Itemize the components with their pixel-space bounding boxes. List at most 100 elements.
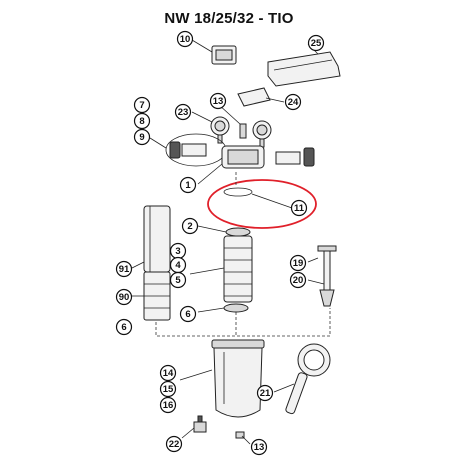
callout-circle — [284, 93, 302, 111]
callout-circle — [289, 271, 307, 289]
callout-c13a: 13 — [209, 92, 227, 110]
callout-circle — [115, 318, 133, 336]
part-11-o-ring — [223, 187, 293, 209]
part-22-drain-valve — [193, 415, 207, 433]
callout-circle — [290, 199, 308, 217]
part-23-gauge-left — [210, 116, 230, 144]
callout-label: 13 — [213, 96, 224, 107]
callout-label: 2 — [187, 221, 192, 232]
callout-label: 11 — [294, 203, 305, 214]
callout-circle — [256, 384, 274, 402]
callout-c4: 4 — [169, 256, 187, 274]
callout-circle — [169, 271, 187, 289]
callout-c20: 20 — [289, 271, 307, 289]
part-14-filter-bowl — [211, 339, 265, 418]
callout-c19: 19 — [289, 254, 307, 272]
callout-circle — [307, 34, 325, 52]
part-13-drain-screw — [235, 431, 245, 439]
callout-circle — [179, 176, 197, 194]
callout-c15: 15 — [159, 380, 177, 398]
part-90-filter-element — [143, 271, 171, 321]
part-2-ring — [225, 227, 251, 237]
callout-c6a: 6 — [115, 318, 133, 336]
callout-label: 16 — [163, 400, 174, 411]
callout-circle — [181, 217, 199, 235]
callout-label: 24 — [288, 97, 299, 108]
callout-c14: 14 — [159, 364, 177, 382]
callout-circle — [179, 305, 197, 323]
callout-c7: 7 — [133, 96, 151, 114]
callout-label: 8 — [139, 116, 144, 127]
part-19-20-rinse-spindle — [317, 245, 337, 307]
callout-label: 13 — [254, 442, 265, 453]
callout-c3: 3 — [169, 242, 187, 260]
part-13-vent-screw — [239, 123, 247, 139]
callout-label: 5 — [175, 275, 181, 286]
diagram-title: NW 18/25/32 - TIO — [164, 10, 294, 27]
callout-label: 10 — [180, 34, 191, 45]
callout-c9: 9 — [133, 128, 151, 146]
callout-circle — [174, 103, 192, 121]
part-10-cap — [211, 45, 237, 65]
callout-circle — [250, 438, 268, 456]
part-6-ring-center — [223, 303, 249, 313]
guide-line-bottom — [155, 308, 331, 337]
callout-circle — [115, 260, 133, 278]
callout-label: 19 — [293, 258, 304, 269]
callout-label: 9 — [139, 132, 144, 143]
red-highlight-ellipse — [207, 179, 317, 229]
callout-circle — [209, 92, 227, 110]
callout-circle — [159, 380, 177, 398]
callout-c11: 11 — [290, 199, 308, 217]
callout-circle — [165, 435, 183, 453]
part-91-filter-sleeve — [143, 205, 171, 273]
callout-label: 6 — [121, 322, 126, 333]
callout-c25: 25 — [307, 34, 325, 52]
callout-label: 1 — [185, 180, 191, 191]
callout-label: 25 — [311, 38, 322, 49]
callout-c23: 23 — [174, 103, 192, 121]
callout-circle — [133, 96, 151, 114]
callout-label: 14 — [163, 368, 174, 379]
callout-c6b: 6 — [179, 305, 197, 323]
part-5-filter-element — [223, 235, 253, 303]
callout-label: 91 — [119, 264, 130, 275]
callout-c90: 90 — [115, 288, 133, 306]
callout-label: 23 — [178, 107, 189, 118]
callout-c24: 24 — [284, 93, 302, 111]
callout-circle — [159, 364, 177, 382]
callout-circle — [133, 112, 151, 130]
part-9-connector-left — [165, 133, 227, 167]
callout-circle — [176, 30, 194, 48]
callout-c10: 10 — [176, 30, 194, 48]
callout-circle — [115, 288, 133, 306]
callout-label: 20 — [293, 275, 304, 286]
part-23-gauge-right — [252, 120, 272, 148]
callout-label: 6 — [185, 309, 190, 320]
callout-c2: 2 — [181, 217, 199, 235]
callout-c91: 91 — [115, 260, 133, 278]
callout-circle — [289, 254, 307, 272]
callout-circle — [133, 128, 151, 146]
callout-c5: 5 — [169, 271, 187, 289]
callout-label: 4 — [175, 260, 181, 271]
part-25-bracket — [267, 51, 341, 87]
callout-c22: 22 — [165, 435, 183, 453]
part-24-plate — [237, 87, 271, 107]
callout-c8: 8 — [133, 112, 151, 130]
callout-circle — [159, 396, 177, 414]
callout-label: 90 — [119, 292, 130, 303]
callout-label: 3 — [175, 246, 180, 257]
callout-label: 21 — [260, 388, 271, 399]
callout-label: 15 — [163, 384, 174, 395]
callout-label: 7 — [139, 100, 144, 111]
callout-c1: 1 — [179, 176, 197, 194]
part-21-bowl-wrench — [285, 343, 331, 415]
callout-c21: 21 — [256, 384, 274, 402]
part-1-filter-head — [221, 145, 265, 169]
callout-c13b: 13 — [250, 438, 268, 456]
connector-right — [275, 147, 315, 167]
callout-c16: 16 — [159, 396, 177, 414]
